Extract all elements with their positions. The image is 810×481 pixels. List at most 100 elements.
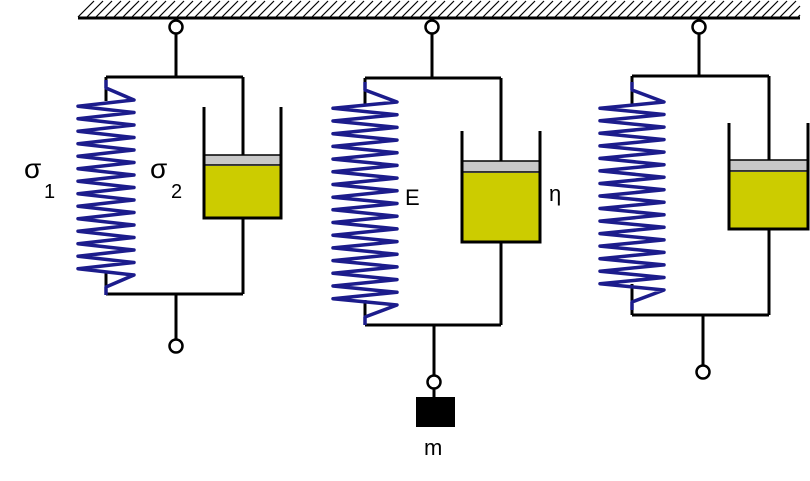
hatch-line [311, 0, 329, 18]
hatch-line [635, 0, 653, 18]
unit-3-spring [598, 82, 666, 310]
sigma1-subscript: 1 [44, 181, 55, 203]
unit-3-dashpot-piston [728, 159, 809, 172]
hatch-line [788, 5, 801, 18]
hatch-line [707, 0, 725, 18]
hatch-line [401, 0, 419, 18]
hatch-line [617, 0, 635, 18]
hatch-line [185, 0, 203, 18]
hatch-line [671, 0, 689, 18]
hatch-line [140, 0, 158, 18]
hatch-line [383, 0, 401, 18]
hatch-line [545, 0, 563, 18]
hatch-line [680, 0, 698, 18]
hatch-line [284, 0, 302, 18]
ceiling [77, 0, 801, 20]
hatch-line [347, 0, 365, 18]
hatch-line [554, 0, 572, 18]
hatch-line [158, 0, 176, 18]
hatch-line [221, 0, 239, 18]
hatch-line [761, 0, 779, 18]
hatch-line [113, 0, 131, 18]
hatch-line [779, 0, 797, 18]
unit-2: m E η [331, 19, 561, 460]
unit-2-top-pivot [424, 19, 440, 35]
hatch-line [392, 0, 410, 18]
hatch-line [320, 0, 338, 18]
unit-1-top-pivot [168, 19, 184, 35]
hatch-line [455, 0, 473, 18]
unit-2-bottom-pivot [426, 374, 442, 390]
mass-block [416, 397, 455, 427]
hatch-line [734, 0, 752, 18]
hatch-line [329, 0, 347, 18]
hatch-line [428, 0, 446, 18]
hatch-line [230, 0, 248, 18]
hatch-line [302, 0, 320, 18]
hatch-line [572, 0, 590, 18]
hatch-line [275, 0, 293, 18]
hatch-line [77, 0, 95, 18]
hatch-line [473, 0, 491, 18]
viscosity-label: η [549, 181, 561, 206]
hatch-line [239, 0, 257, 18]
hatch-line [194, 0, 212, 18]
hatch-line [536, 0, 554, 18]
hatch-line [149, 0, 167, 18]
unit-1-dashpot-piston [203, 154, 282, 166]
hatch-line [482, 0, 500, 18]
hatch-line [365, 0, 383, 18]
hatch-line [716, 0, 734, 18]
unit-1-dashpot-cylinder [202, 107, 283, 220]
hatch-line [608, 0, 626, 18]
unit-3-dashpot-cylinder [727, 123, 810, 231]
hatch-line [131, 0, 149, 18]
hatch-line [86, 0, 104, 18]
hatch-line [590, 0, 608, 18]
sigma2-subscript: 2 [171, 181, 182, 203]
hatch-line [338, 0, 356, 18]
hatch-line [212, 0, 230, 18]
hatch-line [257, 0, 275, 18]
unit-1-dashpot-fluid [204, 166, 281, 217]
hatch-line [167, 0, 185, 18]
hatch-line [626, 0, 644, 18]
hatch-line [437, 0, 455, 18]
ceiling-hatch [77, 0, 801, 18]
hatch-line [752, 0, 770, 18]
hatch-line [374, 0, 392, 18]
sigma2-symbol: σ [150, 153, 167, 184]
hatch-line [491, 0, 509, 18]
hatch-line [446, 0, 464, 18]
unit-3-dashpot-fluid [729, 172, 808, 228]
unit-2-spring [331, 82, 399, 325]
unit-1-bottom-pivot [168, 338, 184, 354]
hatch-line [410, 0, 428, 18]
unit-2-dashpot-cylinder [460, 131, 542, 244]
unit-1-spring [76, 80, 136, 295]
unit-3 [598, 19, 810, 380]
hatch-line [653, 0, 671, 18]
hatch-line [248, 0, 266, 18]
unit-2-dashpot-piston [461, 160, 541, 173]
hatch-line [203, 0, 221, 18]
hatch-line [599, 0, 617, 18]
hatch-line [122, 0, 140, 18]
hatch-line [563, 0, 581, 18]
hatch-line [104, 0, 122, 18]
sigma1-symbol: σ [24, 153, 41, 184]
hatch-line [293, 0, 311, 18]
hatch-line [527, 0, 545, 18]
hatch-line [644, 0, 662, 18]
unit-1: σ 1 σ 2 [24, 19, 283, 354]
elastic-modulus-label: E [405, 185, 420, 210]
unit-2-dashpot-fluid [462, 173, 540, 241]
hatch-line [581, 0, 599, 18]
mass-label: m [424, 435, 442, 460]
unit-3-top-pivot [691, 19, 707, 35]
hatch-line [95, 0, 113, 18]
hatch-line [689, 0, 707, 18]
hatch-line [356, 0, 374, 18]
